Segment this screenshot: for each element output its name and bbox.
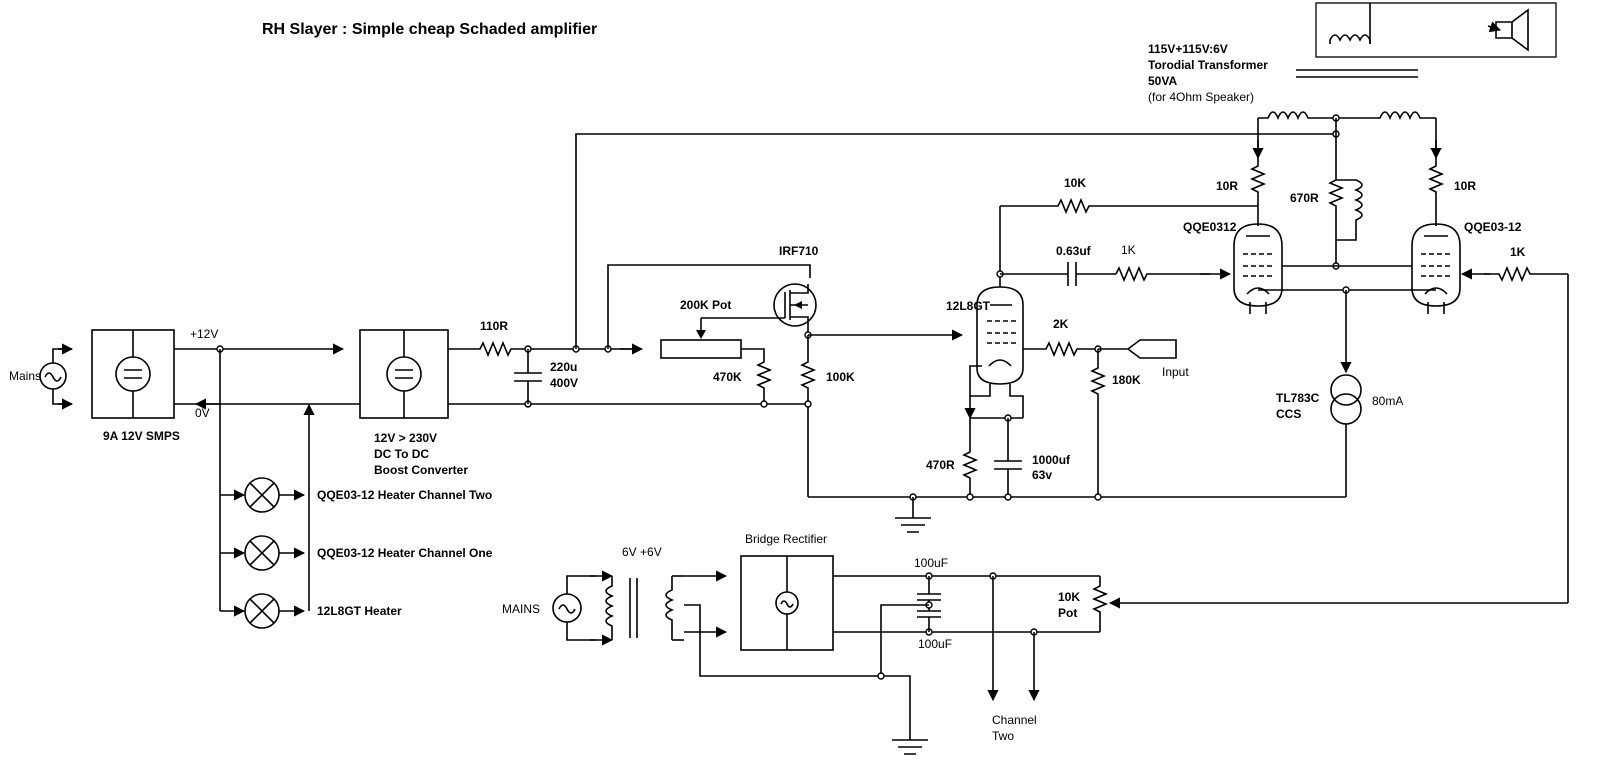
output-transformer: 115V+115V:6V Torodial Transformer 50VA (… [1148, 2, 1557, 138]
r10k-label: 10K [1064, 176, 1086, 190]
bias-supply: MAINS 6V +6V Bridge Rectifier 100uF 100u… [502, 532, 1568, 755]
bridge-label: Bridge Rectifier [745, 532, 827, 546]
r10r-right-label: 10R [1454, 179, 1476, 193]
r470k-label: 470K [713, 370, 742, 384]
ccs-label-1: TL783C [1276, 391, 1320, 405]
smps-label: 9A 12V SMPS [103, 429, 180, 443]
output-tube-right: 10R QQE03-12 1K [1411, 118, 1569, 603]
boost-label-2: DC To DC [374, 447, 429, 461]
xf-label-4: (for 4Ohm Speaker) [1148, 90, 1254, 104]
tube-12l8-label: 12L8GT [946, 299, 991, 313]
dc-rails: +12V 0V [174, 327, 360, 611]
screen-resistor-670r: 670R [1282, 134, 1412, 270]
hv-filter: 110R 220u 400V [448, 133, 1336, 408]
heater-ch1-label: QQE03-12 Heater Channel One [317, 546, 493, 560]
mains-source: Mains [9, 343, 74, 410]
xf-6v-label: 6V +6V [622, 545, 662, 559]
r470r-label: 470R [926, 458, 955, 472]
xf-label-3: 50VA [1148, 74, 1177, 88]
mains-label: Mains [9, 369, 41, 383]
irf710-mosfet: IRF710 100K [773, 244, 964, 497]
boost-label-1: 12V > 230V [374, 431, 437, 445]
ccs-tl783c: TL783C CCS 80mA [1276, 290, 1403, 497]
cap1000-label-2: 63v [1032, 468, 1052, 482]
heater-12l8-label: 12L8GT Heater [317, 604, 402, 618]
output-tube-left: 10R QQE0312 [1183, 118, 1436, 314]
heater-ch2-label: QQE03-12 Heater Channel Two [317, 488, 492, 502]
cap220-label: 220u [550, 360, 577, 374]
r180k-label: 180K [1112, 373, 1141, 387]
cap-bottom-label: 100uF [918, 637, 952, 651]
plus12-label: +12V [190, 327, 218, 341]
pot10k-label-2: Pot [1058, 606, 1077, 620]
pot10k-label-1: 10K [1058, 590, 1080, 604]
bias-pot-200k: 200K Pot 470K [660, 298, 785, 408]
r10r-left-label: 10R [1216, 179, 1238, 193]
channel-two-label-1: Channel [992, 713, 1037, 727]
ground-bus [808, 493, 1346, 533]
tube-12l8gt: 12L8GT 10K 0.63uf 1K 2K Input 180K 470R … [926, 176, 1258, 501]
r1k-b-label: 1K [1510, 245, 1526, 259]
cap1000-label-1: 1000uf [1032, 453, 1071, 467]
cap400-label: 400V [550, 376, 578, 390]
r100k-label: 100K [826, 370, 855, 384]
pot200-label: 200K Pot [680, 298, 731, 312]
ccs-label-2: CCS [1276, 407, 1301, 421]
tube-left-label: QQE0312 [1183, 220, 1237, 234]
fet-label: IRF710 [779, 244, 819, 258]
boost-label-3: Boost Converter [374, 463, 468, 477]
ccs-current-label: 80mA [1372, 394, 1403, 408]
r2k-label: 2K [1053, 317, 1069, 331]
channel-two-label-2: Two [992, 729, 1014, 743]
heater-lamps: QQE03-12 Heater Channel Two QQE03-12 Hea… [220, 477, 493, 629]
input-label: Input [1162, 365, 1189, 379]
zero-volt-label: 0V [195, 406, 210, 420]
bias-mains-label: MAINS [502, 602, 540, 616]
r1k-a-label: 1K [1121, 243, 1136, 257]
smps-block: 9A 12V SMPS [91, 329, 180, 443]
xf-label-1: 115V+115V:6V [1148, 42, 1228, 56]
r110-label: 110R [480, 319, 508, 333]
schematic-title: RH Slayer : Simple cheap Schaded amplifi… [262, 21, 597, 38]
tube-right-label: QQE03-12 [1464, 220, 1522, 234]
cap063-label: 0.63uf [1056, 244, 1092, 258]
r670r-label: 670R [1290, 191, 1319, 205]
xf-label-2: Torodial Transformer [1148, 58, 1268, 72]
boost-converter: 12V > 230V DC To DC Boost Converter [359, 329, 468, 477]
cap-top-label: 100uF [914, 556, 948, 570]
